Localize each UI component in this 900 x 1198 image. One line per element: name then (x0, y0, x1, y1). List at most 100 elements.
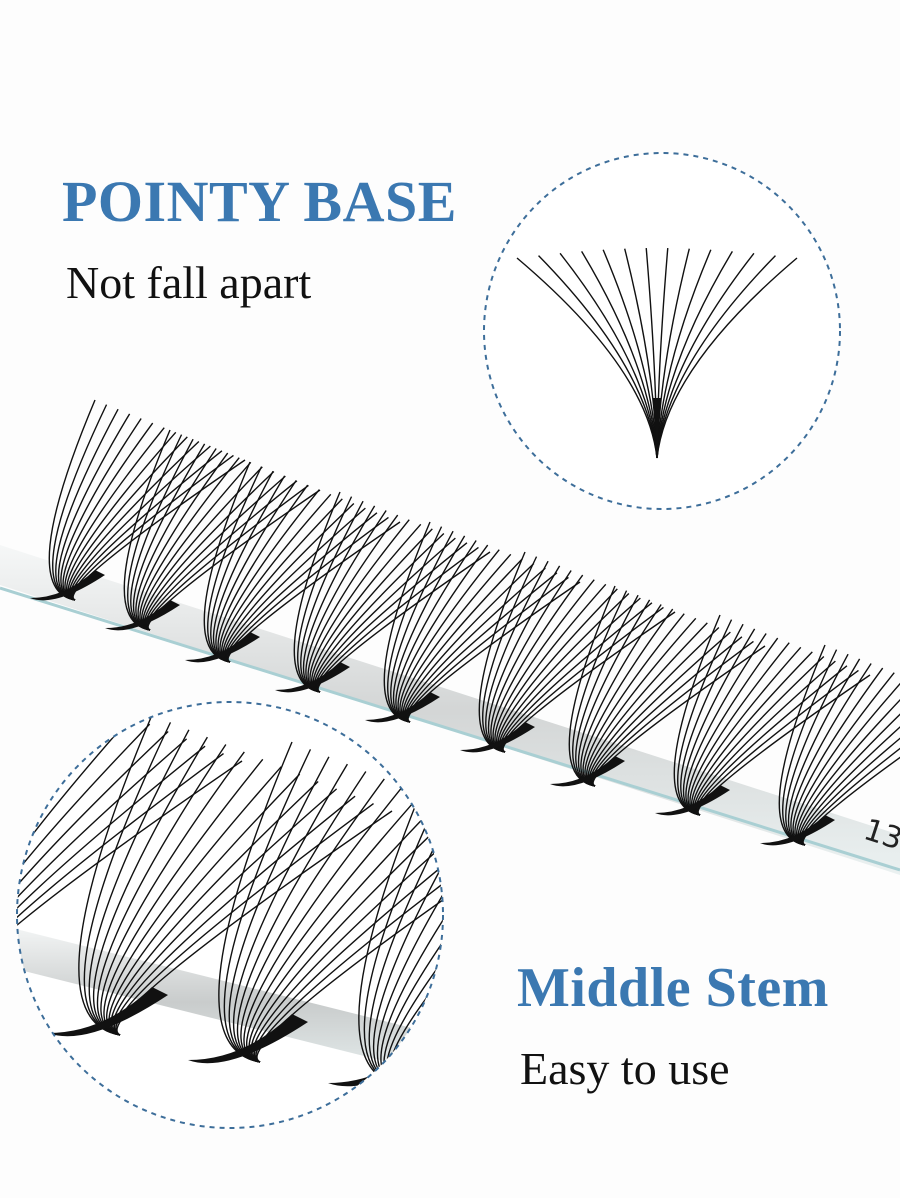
bottom-callout-title: Middle Stem (517, 957, 829, 1019)
lash-cluster (365, 521, 581, 723)
lash-fiber (693, 656, 825, 816)
lash-fiber (17, 702, 22, 986)
lash-fiber (696, 669, 859, 816)
lash-base (365, 692, 440, 723)
lash-fiber (311, 523, 422, 693)
lash-fiber (695, 665, 848, 816)
lash-fiber (312, 528, 433, 693)
lash-fiber (695, 660, 836, 816)
lash-fiber (17, 723, 151, 986)
lash-cluster (30, 399, 246, 601)
lash-fiber (802, 756, 900, 846)
lash-fiber (256, 837, 443, 1063)
pointy-base-closeup (483, 152, 841, 510)
lash-fiber (143, 471, 275, 631)
lash-cluster (655, 614, 871, 816)
lash-fiber (141, 461, 252, 631)
lash-cluster-closeup (188, 741, 443, 1064)
lash-fiber (800, 737, 900, 846)
lash-fiber (406, 576, 569, 723)
lash-base (48, 987, 168, 1037)
lash-cluster (550, 585, 766, 787)
lash-cluster (460, 551, 676, 753)
lash-base (105, 600, 180, 631)
lash-fiber (66, 431, 177, 601)
lash-fiber (405, 572, 558, 723)
lash-fiber (313, 533, 445, 693)
lash-fiber (248, 800, 441, 1063)
lash-fiber (402, 558, 523, 723)
lash-fiber (253, 822, 443, 1063)
lash-fiber (317, 551, 491, 693)
lash-fiber (592, 645, 766, 787)
lash-fiber (17, 745, 206, 986)
lash-base (185, 632, 260, 663)
lash-fiber (590, 631, 731, 787)
lash-fiber (142, 466, 263, 631)
lash-fiber (500, 602, 653, 753)
top-callout-title: POINTY BASE (62, 169, 457, 234)
lash-cluster (105, 429, 321, 631)
lash-fiber (501, 606, 664, 753)
lash-base (275, 662, 350, 693)
lash-fiber (502, 611, 676, 753)
lash-cluster (185, 461, 401, 663)
lash-fiber (401, 553, 512, 723)
lash-fiber (497, 588, 618, 753)
lash-base (17, 937, 18, 987)
lash-fiber (590, 636, 743, 787)
lash-fiber (108, 773, 301, 1036)
lash-fiber (225, 512, 378, 663)
lash-fiber (403, 563, 535, 723)
lash-base (655, 785, 730, 816)
lash-fiber (588, 627, 720, 787)
lash-fiber (225, 507, 366, 663)
lash-fiber (250, 807, 443, 1063)
lash-fiber (500, 597, 641, 753)
lash-fiber (226, 516, 389, 663)
lash-fiber (115, 803, 374, 1036)
closeup-circle-bottom (16, 701, 444, 1129)
lash-fiber (591, 640, 754, 787)
lash-fiber (697, 674, 871, 816)
lash-base (30, 570, 105, 601)
lash-fiber (116, 810, 393, 1036)
lash-fiber (656, 257, 798, 459)
lash-fiber (405, 567, 546, 723)
strip-edge (0, 586, 900, 872)
lash-fiber (17, 738, 188, 986)
lash-base (760, 815, 835, 846)
lash-fiber (17, 753, 224, 986)
lash-fiber (315, 537, 456, 693)
lash-fiber (407, 581, 581, 723)
lash-fiber (113, 795, 356, 1036)
lash-fiber (498, 593, 630, 753)
lash-cluster (760, 644, 900, 846)
lash-fiber (692, 651, 813, 816)
lash-fan-closeup (516, 248, 798, 459)
lash-fiber (315, 542, 468, 693)
lash-base (550, 756, 625, 787)
lash-fiber (796, 682, 900, 846)
lash-fiber (252, 815, 443, 1063)
lash-fiber (145, 480, 298, 631)
lash-fiber (586, 617, 697, 787)
lash-fiber (800, 726, 900, 846)
lash-fiber (496, 583, 607, 753)
lash-base (188, 1014, 308, 1064)
lash-cluster-closeup (48, 714, 393, 1037)
lash-base (460, 722, 535, 753)
lash-fiber (798, 713, 900, 846)
lash-fiber (17, 730, 169, 986)
lash-cluster (275, 491, 491, 693)
lash-fiber (691, 646, 802, 816)
lash-fiber (316, 546, 479, 693)
lash-fiber (110, 780, 319, 1036)
lash-fiber (801, 747, 900, 846)
lash-fiber (17, 716, 132, 986)
lash-fiber (797, 699, 900, 846)
lash-fiber (112, 788, 338, 1036)
top-callout-subtitle: Not fall apart (66, 257, 312, 308)
